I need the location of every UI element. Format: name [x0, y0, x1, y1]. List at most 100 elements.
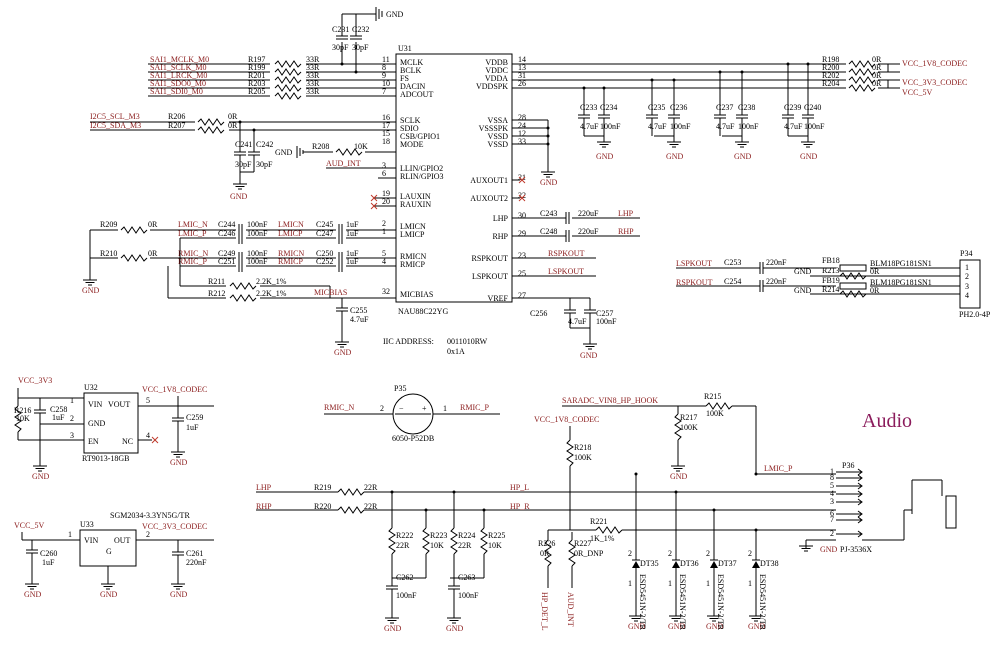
codec-pin-name: VDDSPK [476, 82, 508, 91]
codec-pin-name: LAUXIN [400, 192, 431, 201]
dt36-label: DT36 [680, 559, 699, 568]
c251-value: 100nF [247, 257, 268, 266]
codec-pin-number: 4 [382, 257, 386, 266]
c245-value: 1uF [346, 220, 359, 229]
codec-pin-name: RSPKOUT [472, 254, 509, 263]
p36-part: PJ-3536X [840, 545, 872, 554]
net-vcc-3v3-top: VCC_3V3_CODEC [902, 78, 967, 87]
p36-pin: 4 [830, 489, 834, 498]
c232-label: C232 [352, 25, 369, 34]
codec-pin-number: 31 [518, 71, 526, 80]
codec-pin-number: 33 [518, 137, 526, 146]
r208-label: R208 [312, 142, 329, 151]
r225-value: 10K [488, 541, 502, 550]
u32-pin1: 1 [70, 396, 74, 405]
c244-label: C244 [218, 220, 235, 229]
gnd-hp: GND [446, 624, 464, 633]
r206-value: 0R [228, 112, 238, 121]
net-hp-l: HP_L [510, 483, 529, 492]
c254-value: 220nF [766, 277, 787, 286]
codec-pin-number: 28 [518, 113, 526, 122]
gnd-esd: GND [748, 622, 766, 631]
net-rmicn: RMICN [278, 249, 304, 258]
dt36-pin1: 1 [668, 579, 672, 588]
codec-pin-name: RMICP [400, 260, 425, 269]
r202-label: R202 [822, 71, 839, 80]
r217-label: R217 [680, 413, 697, 422]
r224-value: 22R [458, 541, 472, 550]
p36-pin: 8 [830, 473, 834, 482]
r210-label: R210 [100, 249, 117, 258]
r207-value: 0R [228, 121, 238, 130]
gnd-u33: GND [100, 590, 118, 599]
r224-label: R224 [458, 531, 475, 540]
c231-c232: GND C231 C232 30pF 30pF [332, 7, 404, 74]
codec-pin-number: 14 [518, 55, 526, 64]
codec-pin-number: 15 [382, 129, 390, 138]
gnd-vref: GND [580, 351, 598, 360]
u32-ref: U32 [84, 383, 98, 392]
codec-pin-name: FS [400, 74, 409, 83]
fb18-label: FB18 [822, 256, 840, 265]
gnd-u32: GND [32, 472, 50, 481]
power-rails: R198 R200 R202 R204 0R 0R 0R 0R VCC_1V8_… [512, 55, 967, 97]
c248-label: C248 [540, 227, 557, 236]
u32-vout: VOUT [108, 400, 130, 409]
c253-label: C253 [724, 258, 741, 267]
c262-value: 100nF [396, 591, 417, 600]
r203-value: 33R [306, 79, 320, 88]
net-vcc-5v-top: VCC_5V [902, 88, 932, 97]
c257-label: C257 [596, 309, 613, 318]
r202-value: 0R [872, 71, 882, 80]
c252-label: C252 [316, 257, 333, 266]
r214-label: R214 [822, 285, 839, 294]
r205-value: 33R [306, 87, 320, 96]
vss-ground: GND [512, 119, 558, 187]
r218-value: 100K [574, 453, 592, 462]
c248-value: 220uF [578, 227, 599, 236]
net-lmic-p-hp: LMIC_P [764, 464, 793, 473]
dt38-label: DT38 [760, 559, 779, 568]
codec-pin-number: 18 [382, 137, 390, 146]
gnd-spk2: GND [794, 286, 812, 295]
codec-pin-number: 8 [382, 63, 386, 72]
p34-pin2: 2 [965, 272, 969, 281]
r205-label: R205 [248, 87, 265, 96]
c261-label: C261 [186, 549, 203, 558]
c254-label: C254 [724, 277, 741, 286]
codec-pin-name: VREF [488, 294, 509, 303]
dt35-label: DT35 [640, 559, 659, 568]
r216-value: 10K [16, 414, 30, 423]
mic-inputs: GND R209 0R R210 0R LMIC_N LMIC_P RMIC_N… [82, 220, 396, 357]
r201-label: R201 [248, 71, 265, 80]
r200-value: 0R [872, 63, 882, 72]
codec-pin-number: 12 [518, 129, 526, 138]
codec-pin-number: 3 [382, 161, 386, 170]
net-vcc-1v8-ldo: VCC_1V8_CODEC [142, 385, 207, 394]
c255-label: C255 [350, 306, 367, 315]
c239-label: C239 [784, 103, 801, 112]
p35-plus: + [422, 404, 427, 413]
c252-value: 1uF [346, 257, 359, 266]
r220-value: 22R [364, 502, 378, 511]
codec-pin-number: 30 [518, 211, 526, 220]
c246-value: 100nF [247, 229, 268, 238]
gnd-r217: GND [670, 472, 688, 481]
c261-value: 220nF [186, 558, 207, 567]
p36-body [836, 466, 862, 542]
codec-pin-number: 13 [518, 63, 526, 72]
gnd-esd: GND [628, 622, 646, 631]
codec-pin-number: 32 [382, 287, 390, 296]
net-rhp-out: RHP [618, 227, 634, 236]
u32-vin: VIN [88, 400, 102, 409]
c257-value: 100nF [596, 317, 617, 326]
c247-label: C247 [316, 229, 333, 238]
dt36-pin2: 2 [668, 549, 672, 558]
codec-pin-number: 25 [518, 269, 526, 278]
c247-value: 1uF [346, 229, 359, 238]
r197-value: 33R [306, 55, 320, 64]
r211-value: 2.2K_1% [256, 277, 287, 286]
gnd-mode: GND [275, 148, 293, 157]
codec-pin-name: SDIO [400, 124, 419, 133]
c263-value: 100nF [458, 591, 479, 600]
